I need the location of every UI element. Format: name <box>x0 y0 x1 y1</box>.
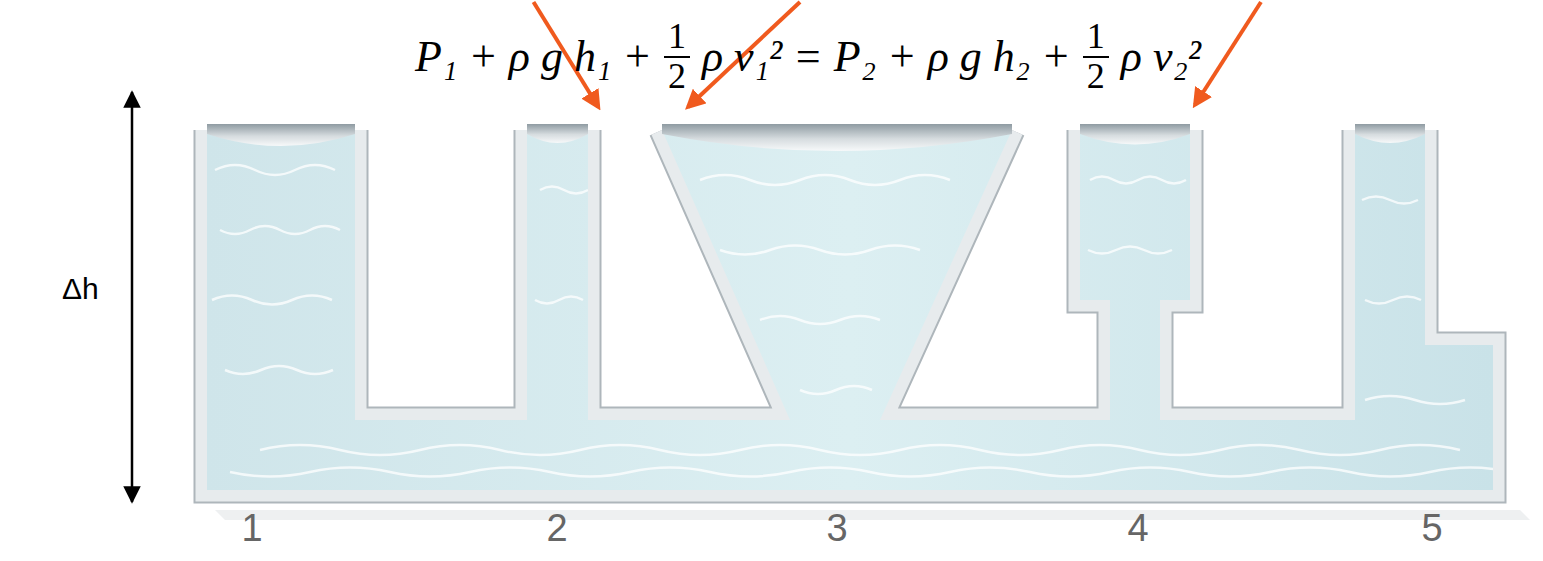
callout-number: 5 <box>1421 508 1442 550</box>
fraction-numerator: 1 <box>664 18 690 56</box>
callout-number: 2 <box>546 508 567 550</box>
fraction-denominator: 2 <box>664 58 690 96</box>
dimension-label: Δh <box>62 272 99 305</box>
shadow <box>215 510 1530 520</box>
vessel-wall-edge <box>207 130 1493 490</box>
equation-term: P₁ + ρ g h₁ + <box>415 33 652 81</box>
callout-number: 1 <box>241 508 262 550</box>
bernoulli-equation: P₁ + ρ g h₁ +12ρ v₁² = P₂ + ρ g h₂ +12ρ … <box>415 18 1201 96</box>
pointer-arrow <box>1195 2 1261 105</box>
fraction-denominator: 2 <box>1083 58 1109 96</box>
water-surface <box>1080 124 1190 145</box>
dimension-arrow <box>131 92 134 502</box>
equation-term: ρ v₁² = P₂ + ρ g h₂ + <box>702 33 1071 81</box>
water-surface <box>207 124 355 146</box>
water-surface <box>527 124 588 143</box>
fraction: 12 <box>664 18 690 96</box>
fraction: 12 <box>1083 18 1109 96</box>
fraction-numerator: 1 <box>1083 18 1109 56</box>
water <box>207 130 1493 490</box>
callout-number: 4 <box>1127 508 1148 550</box>
vessel-wall <box>207 130 1493 490</box>
water-surface <box>662 124 1012 151</box>
callout-number: 3 <box>826 508 847 550</box>
water-surface <box>1355 124 1425 143</box>
water-ripples <box>212 165 1510 477</box>
equation-term: ρ v₂² <box>1121 33 1201 81</box>
